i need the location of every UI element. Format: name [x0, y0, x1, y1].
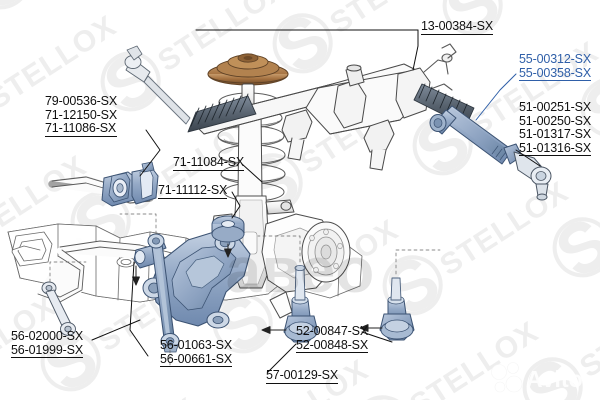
- callout-ball-joint-right: 52-00847-SX 52-00848-SX: [296, 324, 369, 354]
- part-code: 71-12150-SX: [45, 107, 118, 122]
- part-code: 51-00251-SX: [519, 100, 592, 114]
- part-code: 56-00661-SX: [160, 351, 233, 368]
- part-code: 56-02000-SX: [11, 329, 84, 343]
- part-code: 13-00384-SX: [421, 19, 494, 35]
- part-code: 71-11112-SX: [158, 183, 228, 199]
- part-code: 51-01317-SX: [519, 127, 592, 142]
- part-code: 55-00312-SX: [519, 52, 592, 66]
- callout-steering-rack: 13-00384-SX: [421, 19, 494, 35]
- part-code: 55-00358-SX: [519, 65, 592, 82]
- part-code: 51-01316-SX: [519, 140, 592, 157]
- part-code: 51-00250-SX: [519, 113, 592, 128]
- callout-outer-tie-rod-end: 51-00251-SX 51-00250-SX 51-01317-SX 51-0…: [519, 100, 592, 157]
- part-code: 52-00847-SX: [296, 324, 369, 338]
- part-code: 52-00848-SX: [296, 337, 369, 354]
- part-code: 57-00129-SX: [266, 368, 339, 384]
- callout-inner-tie-rod: 55-00312-SX 55-00358-SX: [519, 52, 592, 82]
- part-code: 71-11084-SX: [173, 155, 245, 171]
- callout-stabilizer-link: 56-02000-SX 56-01999-SX: [11, 329, 84, 359]
- part-code: 79-00536-SX: [45, 94, 118, 108]
- part-code: 71-11086-SX: [45, 121, 118, 137]
- callout-stabilizer-bushing: 79-00536-SX 71-12150-SX 71-11086-SX: [45, 94, 118, 137]
- part-code: 56-01063-SX: [160, 338, 233, 352]
- callout-arm-bushing: 71-11112-SX: [158, 183, 228, 199]
- callout-control-arm: 56-01063-SX 56-00661-SX: [160, 338, 233, 368]
- callout-ball-joint: 57-00129-SX: [266, 368, 339, 384]
- callout-strut-mount: 71-11084-SX: [173, 155, 245, 171]
- part-code: 56-01999-SX: [11, 342, 84, 359]
